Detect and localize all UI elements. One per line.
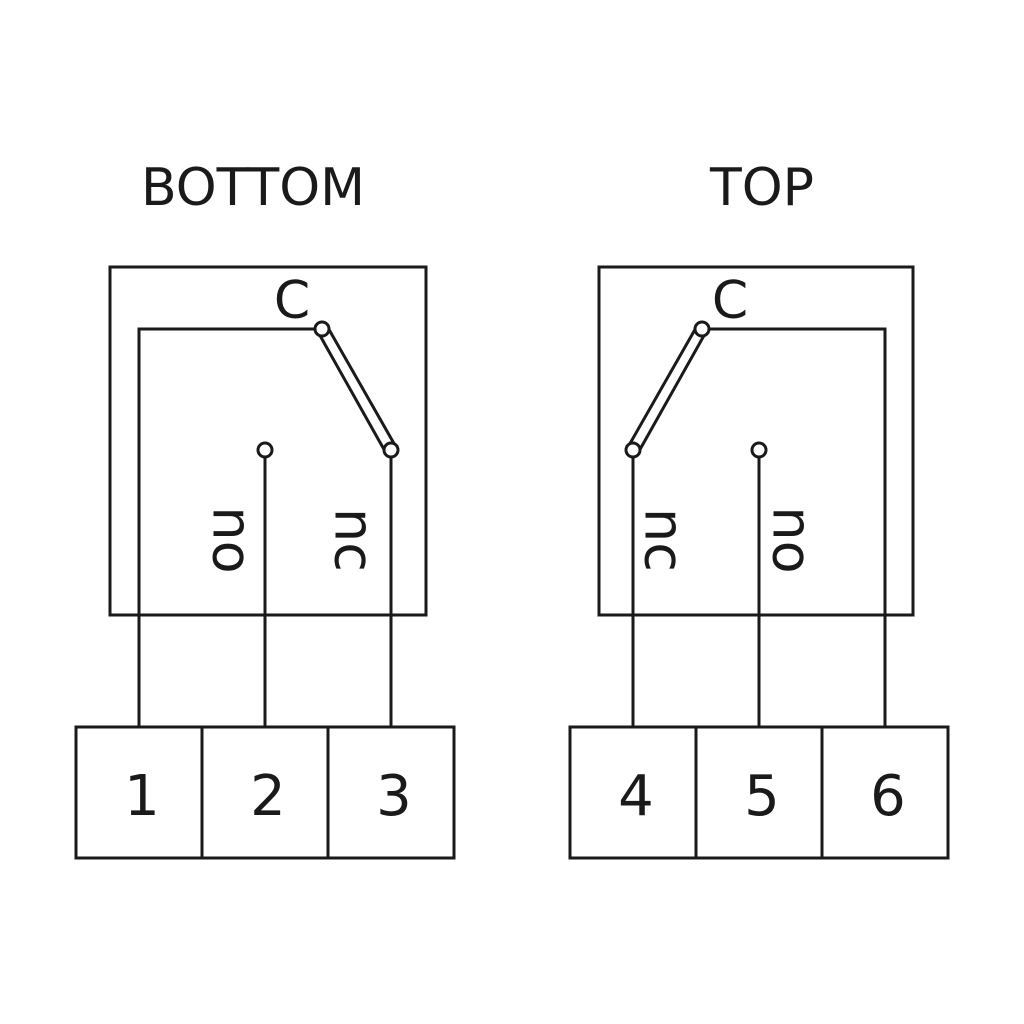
top-nc-contact	[624, 441, 642, 459]
bottom-nc-label: nc	[323, 508, 386, 572]
terminal-6-number: 6	[870, 764, 906, 829]
bottom-common-contact	[313, 320, 331, 338]
bottom-no-contact	[256, 441, 274, 459]
top-switch-housing	[597, 265, 915, 617]
top-title: TOP	[709, 158, 814, 218]
terminal-3	[326, 725, 456, 860]
top-common-contact	[693, 320, 711, 338]
bottom-switch-housing	[108, 265, 428, 617]
top-no-contact	[750, 441, 768, 459]
top-nc-label: nc	[633, 508, 696, 572]
bottom-switch: BOTTOM C no nc 1 2 3	[74, 158, 456, 860]
bottom-nc-contact	[382, 441, 400, 459]
top-switch: TOP C nc no 4 5 6	[568, 158, 950, 860]
top-switch-arm	[626, 325, 699, 448]
bottom-common-label: C	[274, 271, 310, 331]
terminal-1-number: 1	[124, 764, 160, 829]
top-common-label: C	[712, 271, 748, 331]
terminal-4-number: 4	[618, 764, 654, 829]
top-no-label: no	[761, 506, 824, 573]
terminal-5-number: 5	[744, 764, 780, 829]
terminal-3-number: 3	[376, 764, 412, 829]
bottom-common-wire	[137, 327, 322, 727]
bottom-title: BOTTOM	[141, 158, 365, 218]
terminal-6	[820, 725, 950, 860]
bottom-no-label: no	[201, 506, 264, 573]
terminal-2-number: 2	[250, 764, 286, 829]
top-common-wire	[702, 327, 887, 727]
bottom-switch-arm	[316, 331, 388, 454]
